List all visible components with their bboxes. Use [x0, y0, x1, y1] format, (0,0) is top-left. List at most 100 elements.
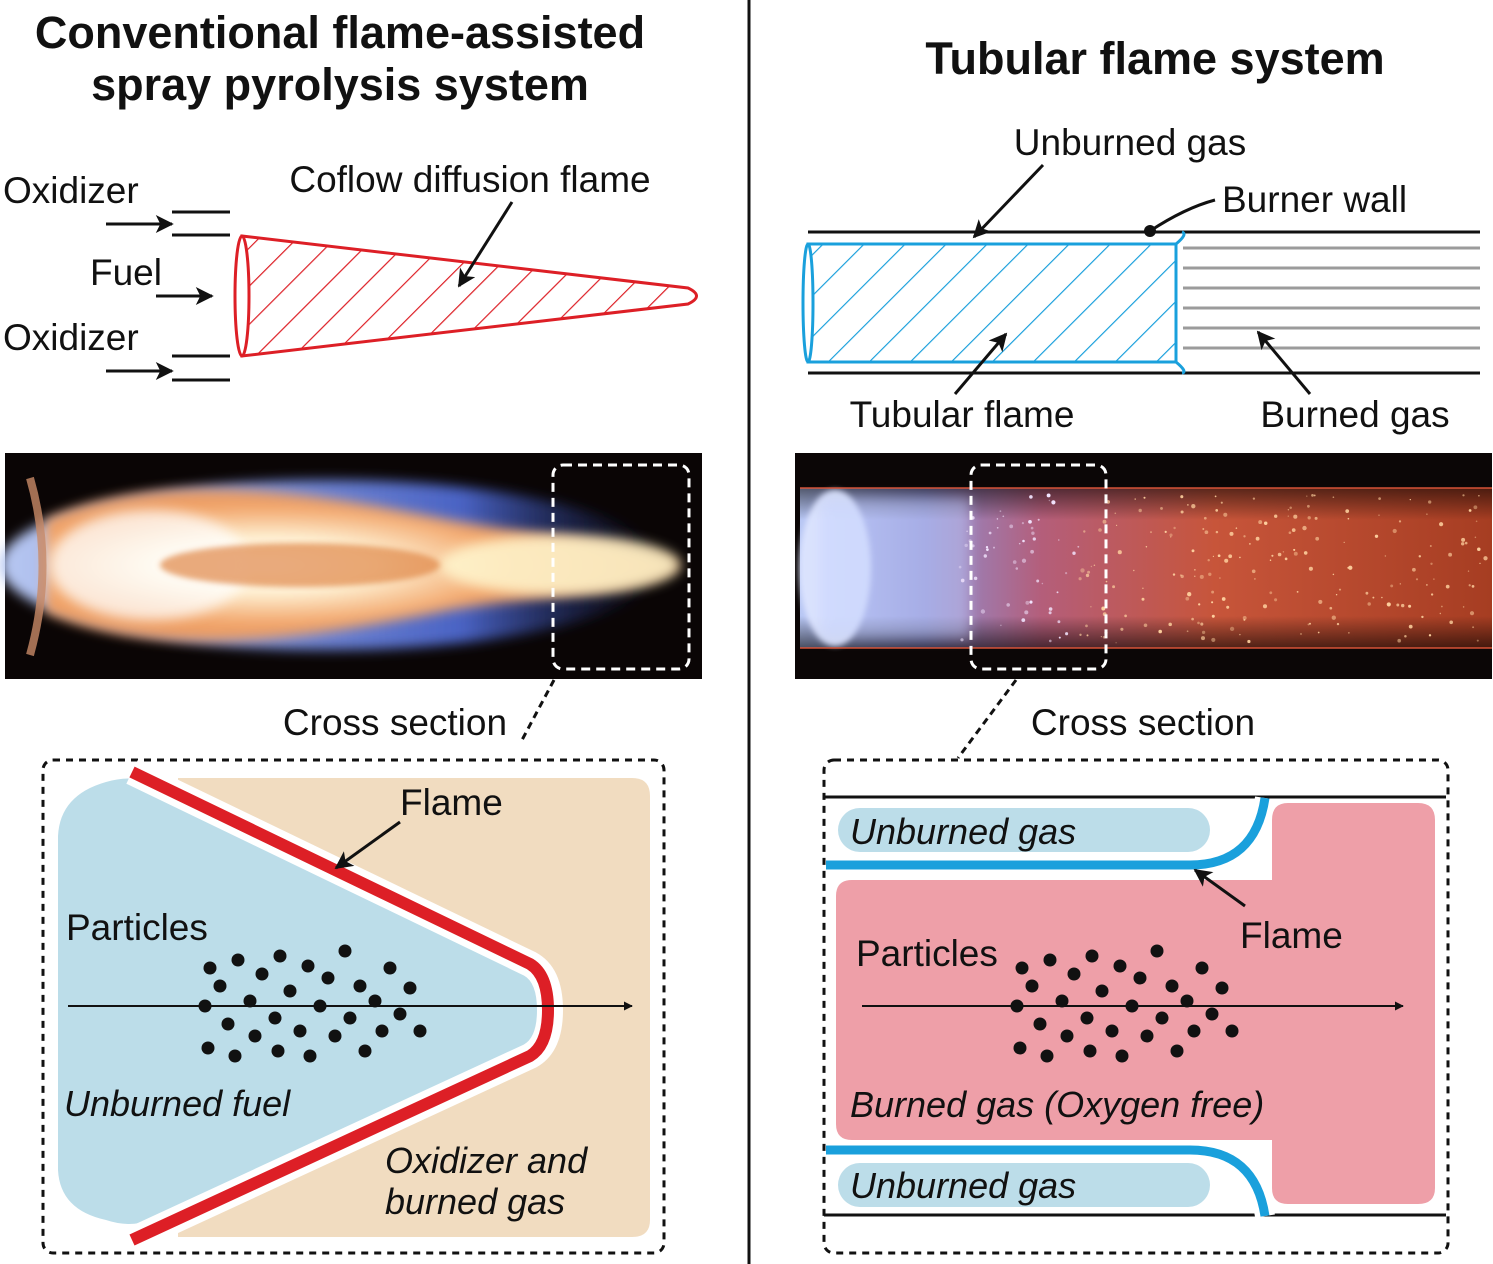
photo-spark — [1211, 590, 1215, 594]
photo-spark — [1138, 508, 1142, 513]
photo-spark — [1374, 534, 1379, 538]
photo-spark — [1018, 542, 1021, 545]
photo-spark — [1274, 514, 1278, 518]
unburned-gas-pointer — [972, 163, 1045, 239]
photo-spark — [1306, 495, 1308, 497]
left-flame-pointer — [334, 820, 401, 870]
photo-spark — [1347, 517, 1350, 520]
photo-spark — [1085, 573, 1090, 578]
photo-spark — [1179, 574, 1182, 577]
particle-dot — [313, 999, 327, 1013]
photo-spark — [1254, 578, 1256, 580]
photo-spark — [1428, 634, 1432, 637]
photo-spark — [1378, 497, 1381, 500]
particle-dot — [1043, 953, 1057, 967]
photo-spark — [1408, 624, 1413, 629]
photo-spark — [1293, 551, 1298, 556]
particle-dot — [1055, 994, 1069, 1008]
particle-dot — [203, 961, 217, 975]
photo-spark — [1191, 504, 1196, 509]
left-flame-label: Flame — [400, 782, 503, 823]
photo-spark — [1467, 570, 1470, 572]
photo-spark — [1348, 565, 1353, 570]
photo-spark — [1409, 498, 1411, 501]
photo-spark — [1057, 620, 1061, 624]
photo-spark — [1224, 558, 1229, 563]
photo-spark — [1243, 535, 1246, 538]
photo-spark — [1112, 585, 1116, 589]
photo-spark — [1041, 582, 1044, 585]
photo-spark — [1249, 543, 1251, 545]
photo-spark — [1235, 527, 1238, 529]
photo-spark — [1477, 547, 1481, 552]
photo-spark — [1474, 536, 1477, 539]
photo-spark — [1462, 606, 1465, 608]
photo-spark — [1331, 615, 1336, 620]
photo-spark — [1090, 605, 1092, 608]
photo-spark — [1372, 596, 1375, 599]
photo-spark — [1168, 622, 1172, 627]
photo-spark — [1150, 531, 1152, 534]
right-flame-pointer — [1193, 868, 1246, 908]
photo-spark — [1215, 509, 1219, 512]
left-particles — [198, 944, 427, 1063]
photo-spark — [1143, 496, 1146, 499]
photo-spark — [1365, 591, 1369, 595]
photo-spark — [1100, 635, 1103, 638]
photo-spark — [1229, 531, 1234, 536]
photo-spark — [1029, 600, 1033, 604]
left-title-line2: spray pyrolysis system — [91, 59, 589, 110]
photo-spark — [1472, 626, 1475, 629]
photo-spark — [1307, 504, 1310, 508]
right-particles-label: Particles — [856, 933, 998, 974]
photo-spark — [1207, 558, 1210, 562]
photo-spark — [964, 543, 968, 548]
fuel-label: Fuel — [90, 252, 162, 293]
photo-spark — [1448, 552, 1453, 557]
photo-spark — [1029, 495, 1033, 499]
particle-dot — [1165, 979, 1179, 993]
photo-spark — [960, 638, 964, 642]
photo-spark — [1212, 555, 1215, 558]
photo-spark — [1307, 516, 1311, 520]
photo-spark — [1468, 584, 1471, 587]
particle-dot — [1133, 971, 1147, 985]
photo-spark — [960, 578, 965, 583]
photo-spark — [1221, 597, 1226, 601]
particle-dot — [1113, 959, 1127, 973]
photo-spark — [1271, 554, 1274, 557]
photo-spark — [1461, 537, 1466, 542]
unburned-gas-top-label: Unburned gas — [850, 811, 1076, 852]
photo-spark — [1102, 519, 1107, 524]
photo-spark — [1098, 528, 1102, 532]
particle-dot — [1080, 1011, 1094, 1025]
photo-spark — [1200, 636, 1206, 641]
photo-spark — [1090, 565, 1093, 568]
photo-spark — [1065, 572, 1068, 575]
photo-spark — [1336, 622, 1340, 626]
photo-spark — [1396, 603, 1400, 607]
photo-spark — [986, 548, 989, 551]
photo-spark — [1211, 601, 1214, 604]
photo-spark — [1211, 637, 1216, 642]
photo-spark — [1293, 548, 1296, 551]
right-cross-section-connector — [956, 679, 1018, 759]
right-title: Tubular flame system — [925, 33, 1384, 84]
photo-spark — [1345, 509, 1350, 513]
photo-spark — [1291, 528, 1296, 532]
photo-spark — [1170, 536, 1172, 538]
photo-spark — [1058, 636, 1061, 639]
photo-spark — [1079, 633, 1082, 636]
particle-dot — [1140, 1029, 1154, 1043]
photo-spark — [1269, 591, 1273, 595]
photo-spark — [1401, 603, 1405, 608]
tubular-flame-photo — [795, 453, 1492, 679]
photo-spark — [1142, 587, 1144, 590]
particle-dot — [268, 1011, 282, 1025]
photo-spark — [1408, 604, 1412, 608]
coflow-flame-label: Coflow diffusion flame — [289, 159, 650, 200]
photo-spark — [1078, 577, 1082, 581]
photo-spark — [1006, 603, 1010, 607]
particle-dot — [1025, 979, 1039, 993]
unburned-fuel-label: Unburned fuel — [64, 1083, 291, 1124]
